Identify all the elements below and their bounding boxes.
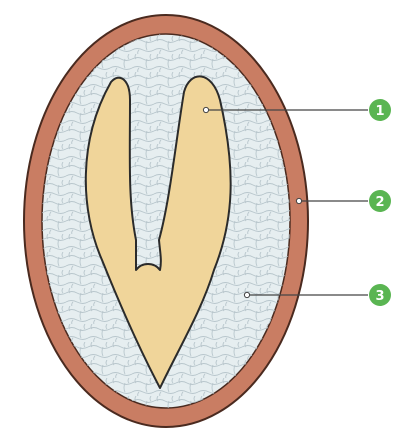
leader-dot-1 — [203, 107, 208, 112]
callout-3: 3 — [369, 284, 391, 306]
callout-number-2: 2 — [375, 195, 384, 210]
callout-number-1: 1 — [375, 104, 384, 119]
callout-2: 2 — [369, 190, 391, 212]
callout-number-3: 3 — [375, 289, 384, 304]
leader-dot-2 — [296, 198, 301, 203]
callout-1: 1 — [369, 99, 391, 121]
leader-dot-3 — [244, 292, 249, 297]
